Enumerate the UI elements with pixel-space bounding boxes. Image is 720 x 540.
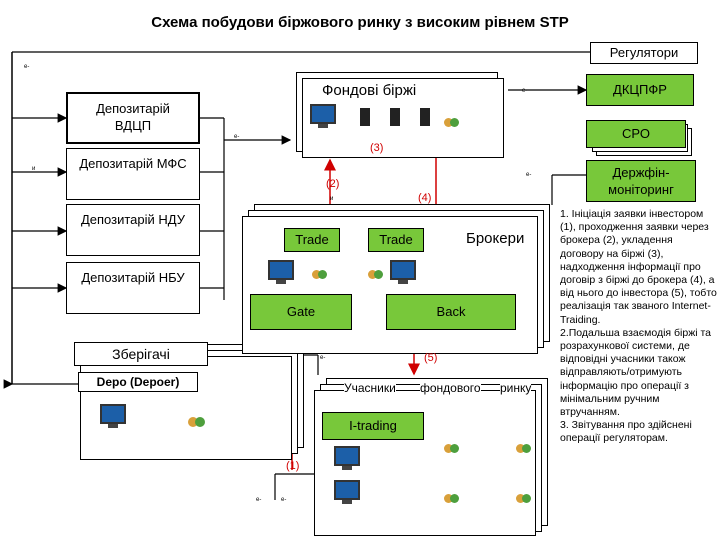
depository-box: Депозитарій НДУ [66,204,200,256]
regulators-title: Регулятори [609,45,679,60]
depository-label: Депозитарій МФС [79,156,187,171]
itrading-label: I-trading [349,418,397,433]
regulator-box: Держфін-моніторинг [586,160,696,202]
regulator-box: ДКЦПФР [586,74,694,106]
exchange-card: Фондові біржі [290,66,492,146]
regulators-header: Регулятори [590,42,698,64]
note-item: 1. Ініціація заявки інвестором (1), прох… [560,208,717,326]
regulator-label: Держфін-моніторинг [608,165,674,197]
users-icon [188,414,205,432]
trade-box: Trade [368,228,424,252]
depository-label: Депозитарій НБУ [81,270,185,285]
participants-title-word: фондового [420,380,481,397]
users-icon [312,266,327,284]
regulator-label: СРО [622,126,650,141]
tiny-mark: e- [234,134,240,140]
back-box: Back [386,294,516,330]
gate-box: Gate [250,294,352,330]
computer-icon [100,404,126,428]
depo-box: Depo (Depoer) [78,372,198,392]
trade-box: Trade [284,228,340,252]
users-icon [444,114,459,132]
diagram-title: Схема побудови біржового ринку з високим… [151,14,569,31]
flow-label: (1) [286,460,300,472]
depository-label: Депозитарій НДУ [80,212,185,227]
server-icon [360,108,370,126]
tiny-mark: e- [526,172,532,178]
flow-label: (2) [326,178,340,190]
computer-icon [390,260,416,284]
computer-icon [334,446,360,470]
back-label: Back [436,304,466,319]
depo-label: Depo (Depoer) [96,375,180,389]
tiny-mark: e- [24,64,30,70]
tiny-mark: e- [256,497,262,503]
participants-title-word: Учасники [344,380,396,397]
depository-box: Депозитарій МФС [66,148,200,200]
custodian-title: Зберігачі [112,346,170,362]
depository-box: Депозитарій ВДЦП [66,92,200,144]
users-icon [368,266,383,284]
server-icon [420,108,430,126]
users-icon [444,490,459,508]
trade-label: Trade [379,232,413,247]
server-icon [390,108,400,126]
tiny-mark: e- [522,88,528,94]
gate-label: Gate [286,304,316,319]
regulator-box: СРО [586,120,686,148]
flow-label: (5) [424,352,438,364]
notes-panel: 1. Ініціація заявки інвестором (1), прох… [560,208,718,446]
itrading-box: I-trading [322,412,424,440]
note-item: 2.Подальша взаємодія біржі та розрахунко… [560,326,712,419]
depository-box: Депозитарій НБУ [66,262,200,314]
users-icon [516,490,531,508]
broker-title: Брокери [466,230,525,247]
users-icon [516,440,531,458]
regulator-label: ДКЦПФР [613,82,667,97]
note-item: 3. Звітування про здійснені операції рег… [560,419,692,445]
computer-icon [310,104,336,128]
participants-title-word: ринку [500,380,532,397]
tiny-mark: e- [320,355,326,361]
tiny-mark: e- [281,497,287,503]
exchange-title: Фондові біржі [322,82,417,99]
custodian-title-box: Зберігачі [74,342,208,366]
tiny-mark: и [330,196,334,202]
computer-icon [268,260,294,284]
trade-label: Trade [295,232,329,247]
flow-label: (3) [370,142,384,154]
computer-icon [334,480,360,504]
flow-label: (4) [418,192,432,204]
depository-label: Депозитарій ВДЦП [96,101,170,133]
tiny-mark: и [32,166,36,172]
users-icon [444,440,459,458]
